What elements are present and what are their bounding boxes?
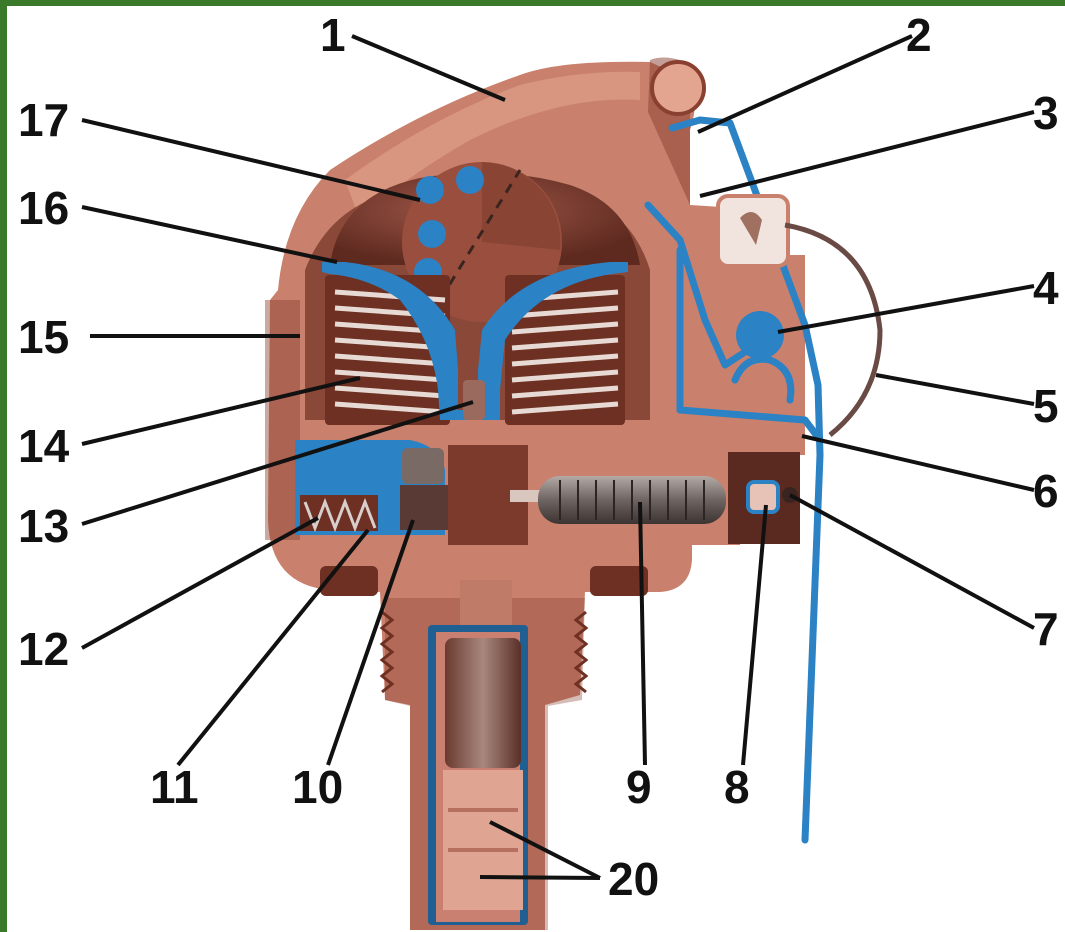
label-7: 7 bbox=[1033, 603, 1059, 655]
label-12: 12 bbox=[18, 623, 70, 675]
stem-top bbox=[460, 580, 512, 625]
blue-pivot bbox=[736, 311, 784, 359]
label-15: 15 bbox=[18, 311, 70, 363]
small-spring bbox=[303, 497, 377, 533]
ball-1 bbox=[416, 176, 444, 204]
wire-contact bbox=[668, 116, 824, 844]
rotor-disk-shade bbox=[482, 162, 561, 250]
label-13: 13 bbox=[18, 500, 70, 552]
ball-3 bbox=[418, 220, 446, 248]
main-spring-coils bbox=[559, 480, 705, 520]
label-17: 17 bbox=[18, 94, 70, 146]
pivot-roller bbox=[650, 60, 706, 116]
leader-6 bbox=[801, 434, 1035, 492]
label-3: 3 bbox=[1033, 87, 1059, 139]
blue-pivot-arm bbox=[731, 355, 795, 404]
label-9: 9 bbox=[626, 761, 652, 813]
plunger-rod bbox=[510, 490, 540, 502]
leader-9 bbox=[638, 501, 647, 766]
valve-seat bbox=[402, 448, 444, 484]
label-4: 4 bbox=[1033, 262, 1059, 314]
leader-20a bbox=[489, 820, 601, 880]
small-spring-housing bbox=[300, 495, 378, 531]
plate-lines-left bbox=[334, 289, 446, 415]
valve-stem bbox=[400, 485, 448, 530]
sensor-base bbox=[443, 770, 523, 910]
leader-lines bbox=[81, 34, 1035, 880]
adjust-screw bbox=[746, 480, 780, 514]
fork-pin bbox=[463, 380, 485, 420]
label-1: 1 bbox=[320, 9, 346, 61]
leader-12 bbox=[81, 516, 319, 650]
label-6: 6 bbox=[1033, 465, 1059, 517]
sensor-base-lines bbox=[448, 808, 518, 852]
leader-10 bbox=[326, 519, 415, 766]
label-5: 5 bbox=[1033, 380, 1059, 432]
fork-carrier bbox=[322, 262, 628, 420]
leader-1 bbox=[351, 34, 506, 102]
label-16: 16 bbox=[18, 182, 70, 234]
leader-2 bbox=[697, 34, 913, 134]
wire-linkage bbox=[644, 201, 752, 369]
ball-2 bbox=[456, 166, 484, 194]
leader-20b bbox=[479, 875, 601, 880]
leader-14 bbox=[81, 376, 361, 446]
leader-4 bbox=[777, 284, 1035, 334]
leader-17 bbox=[81, 118, 421, 202]
terminal-screw bbox=[740, 211, 762, 245]
plate-stack bbox=[322, 262, 628, 425]
neck-right-slot bbox=[590, 566, 648, 596]
label-11: 11 bbox=[150, 761, 199, 813]
sensor-plug bbox=[445, 638, 521, 768]
hook-wire bbox=[784, 222, 883, 437]
leader-3 bbox=[699, 110, 1035, 198]
neck-threads bbox=[379, 610, 589, 694]
leader-11 bbox=[176, 528, 370, 767]
label-14: 14 bbox=[18, 420, 70, 472]
left-wall bbox=[265, 300, 300, 540]
leader-16 bbox=[81, 205, 338, 264]
leader-8 bbox=[741, 504, 768, 766]
lever-assembly bbox=[644, 57, 883, 844]
label-10: 10 bbox=[292, 761, 344, 813]
label-8: 8 bbox=[724, 761, 750, 813]
leader-5 bbox=[875, 373, 1035, 406]
leader-13 bbox=[81, 400, 474, 526]
label-2: 2 bbox=[906, 9, 932, 61]
rotor-dash-line bbox=[438, 169, 522, 301]
frame-top-border bbox=[0, 0, 1065, 6]
stem-chamber bbox=[428, 580, 528, 925]
label-20: 20 bbox=[608, 853, 660, 905]
blue-frame bbox=[676, 246, 824, 444]
leader-7 bbox=[789, 493, 1035, 630]
frame-left-border bbox=[0, 0, 7, 932]
